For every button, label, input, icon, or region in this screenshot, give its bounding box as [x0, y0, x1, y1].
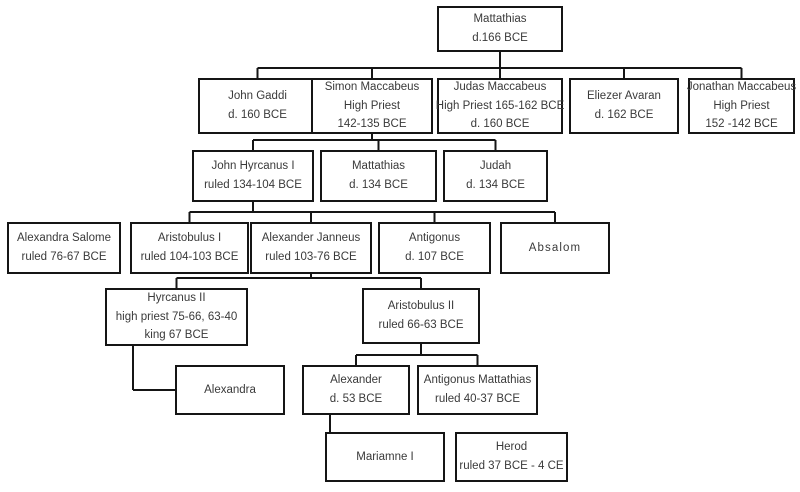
node-john-hyrcanus-i: John Hyrcanus I ruled 134-104 BCE — [192, 150, 314, 202]
node-label: Eliezer Avaran — [587, 90, 661, 103]
node-label: Judas Maccabeus — [453, 81, 547, 94]
node-alexander-janneus: Alexander Janneus ruled 103-76 BCE — [250, 222, 372, 274]
node-herod: Herod ruled 37 BCE - 4 CE — [455, 432, 568, 482]
node-label: John Gaddi — [228, 90, 287, 103]
node-alexander: Alexander d. 53 BCE — [302, 365, 410, 415]
node-label: Mattathias — [351, 160, 406, 173]
node-label: 152 -142 BCE — [705, 118, 778, 131]
node-label: High Priest — [343, 99, 401, 112]
node-antigonus-mattathias: Antigonus Mattathias ruled 40-37 BCE — [417, 365, 538, 415]
node-label: Jonathan Maccabeus — [686, 81, 797, 94]
node-label: d. 134 BCE — [466, 179, 525, 191]
node-label: Alexander Janneus — [261, 232, 361, 245]
node-label: Mariamne I — [356, 450, 414, 463]
node-label: d.166 BCE — [472, 32, 528, 44]
node-judah: Judah d. 134 BCE — [443, 150, 548, 202]
node-label: d. 160 BCE — [470, 118, 530, 131]
node-label: Antigonus Mattathias — [423, 374, 532, 387]
node-label: Aristobulus II — [387, 300, 455, 313]
node-label: d. 134 BCE — [349, 179, 408, 191]
node-label: High Priest 165-162 BCE — [435, 99, 565, 112]
node-label: ruled 66-63 BCE — [378, 319, 464, 331]
node-eliezer-avaran: Eliezer Avaran d. 162 BCE — [569, 78, 679, 134]
node-alexandra: Alexandra — [175, 365, 285, 415]
node-label: ruled 76-67 BCE — [21, 251, 107, 263]
node-label: d. 160 BCE — [228, 109, 287, 121]
node-mattathias: Mattathias d.166 BCE — [437, 6, 563, 52]
node-aristobulus-ii: Aristobulus II ruled 66-63 BCE — [362, 288, 480, 344]
node-label: Aristobulus I — [157, 232, 222, 245]
node-label: d. 162 BCE — [594, 109, 654, 121]
node-mattathias-2: Mattathias d. 134 BCE — [320, 150, 437, 202]
node-john-gaddi: John Gaddi d. 160 BCE — [198, 78, 317, 134]
node-absalom: Absalom — [500, 222, 610, 274]
node-label: Judah — [479, 160, 512, 173]
node-label: ruled 134-104 BCE — [204, 179, 302, 191]
node-hyrcanus-ii: Hyrcanus II high priest 75-66, 63-40 king … — [105, 288, 248, 346]
node-label: Absalom — [528, 241, 582, 254]
node-label: d. 107 BCE — [405, 251, 464, 263]
node-label: Herod — [495, 441, 528, 454]
node-label: ruled 37 BCE - 4 CE — [459, 460, 564, 472]
node-label: Mattathias — [473, 13, 527, 26]
node-label: John Hyrcanus I — [211, 160, 295, 173]
node-alexandra-salome: Alexandra Salome ruled 76-67 BCE — [7, 222, 121, 274]
node-label: ruled 40-37 BCE — [434, 393, 521, 405]
node-label: king 67 BCE — [144, 329, 209, 342]
node-label: Alexander — [330, 374, 382, 387]
node-label: Alexandra Salome — [17, 232, 111, 245]
node-label: ruled 103-76 BCE — [265, 251, 357, 263]
node-label: ruled 104-103 BCE — [140, 251, 239, 263]
node-label: Simon Maccabeus — [324, 81, 420, 94]
node-label: Alexandra — [204, 383, 256, 396]
node-label: Antigonus — [408, 232, 461, 245]
node-aristobulus-i: Aristobulus I ruled 104-103 BCE — [130, 222, 249, 274]
node-antigonus: Antigonus d. 107 BCE — [378, 222, 491, 274]
node-label: d. 53 BCE — [329, 393, 383, 405]
node-label: 142-135 BCE — [337, 118, 407, 131]
node-mariamne-i: Mariamne I — [325, 432, 445, 482]
node-label: High Priest — [713, 99, 770, 112]
node-label: Hyrcanus II — [147, 292, 206, 305]
node-label: high priest 75-66, 63-40 — [115, 310, 238, 323]
